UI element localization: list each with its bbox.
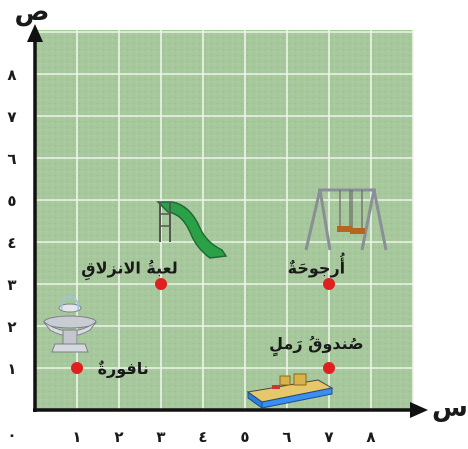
- y-tick-label: ٤: [7, 234, 16, 252]
- y-tick-label: ٦: [7, 150, 16, 168]
- x-axis-arrow: [410, 402, 428, 418]
- y-tick-label: ٢: [7, 318, 16, 336]
- x-tick-label: ٧: [324, 428, 333, 446]
- y-tick-label: ١: [7, 360, 16, 378]
- x-tick-label: ٥: [240, 428, 249, 446]
- y-tick-label: ٨: [7, 66, 16, 84]
- y-axis-label: ص: [15, 0, 50, 27]
- x-tick-label: ٨: [366, 428, 375, 446]
- point-sandbox: [323, 362, 335, 374]
- x-tick-label: ٣: [156, 428, 165, 446]
- y-tick-label: ٣: [7, 276, 16, 294]
- label-slide: لعبةُ الانزلاقِ: [81, 259, 177, 281]
- point-fountain: [71, 362, 83, 374]
- x-axis-label: س: [432, 393, 468, 423]
- origin-label: ٠: [7, 426, 16, 444]
- y-tick-label: ٧: [7, 108, 16, 126]
- x-tick-label: ٤: [198, 428, 207, 446]
- x-tick-labels: ١ ٢ ٣ ٤ ٥ ٦ ٧ ٨: [72, 428, 375, 446]
- x-tick-label: ٢: [114, 428, 123, 446]
- x-tick-label: ١: [72, 428, 81, 446]
- point-slide: [155, 278, 167, 290]
- point-swing: [323, 278, 335, 290]
- y-tick-label: ٥: [7, 192, 16, 210]
- x-tick-label: ٦: [282, 428, 291, 446]
- y-tick-labels: ١ ٢ ٣ ٤ ٥ ٦ ٧ ٨: [7, 66, 16, 378]
- label-fountain: نافورةٌ: [98, 359, 149, 378]
